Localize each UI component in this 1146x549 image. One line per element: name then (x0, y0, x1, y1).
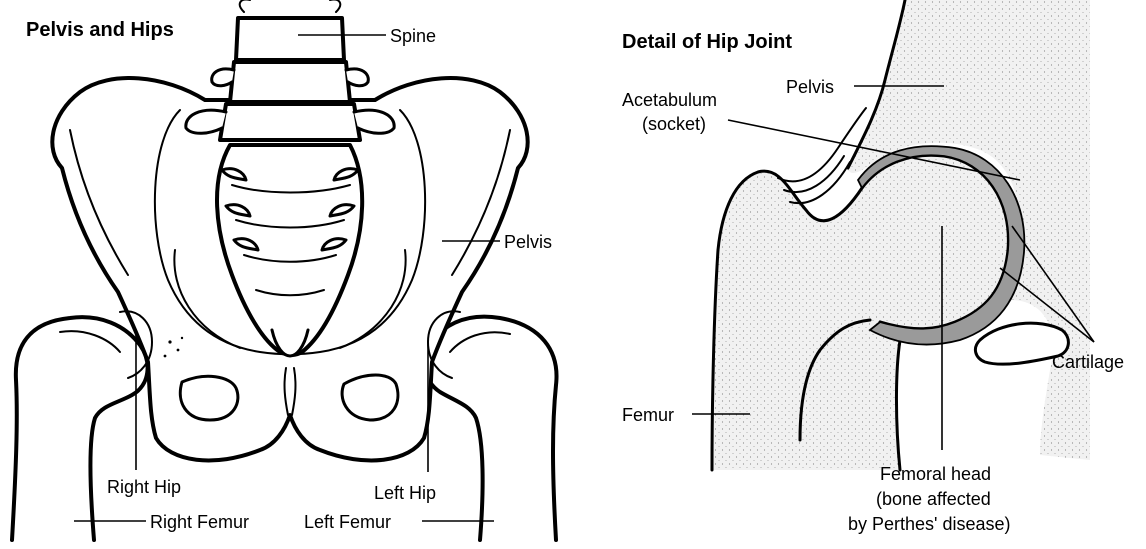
acetabulum-label-line2: (socket) (642, 114, 706, 134)
femoral-head-label-line1: Femoral head (880, 464, 991, 484)
femoral-head-label-line2: (bone affected (876, 489, 991, 509)
spine-drawing (186, 0, 394, 140)
femur-label: Femur (622, 405, 674, 425)
left-femur-label: Left Femur (304, 512, 391, 532)
cartilage-label: Cartilage (1052, 352, 1124, 372)
femoral-head-label-line3: by Perthes' disease) (848, 514, 1011, 534)
pelvis-label-right: Pelvis (786, 77, 834, 97)
acetabulum-label-line1: Acetabulum (622, 90, 717, 110)
femur-bone-region (712, 155, 1008, 470)
right-panel-title: Detail of Hip Joint (622, 31, 792, 53)
pelvis-label-left: Pelvis (504, 232, 552, 252)
left-femur-drawing (424, 317, 556, 540)
femur-shaft-line (896, 330, 902, 470)
right-hip-label: Right Hip (107, 477, 181, 497)
spine-label: Spine (390, 26, 436, 46)
left-hip-label: Left Hip (374, 483, 436, 503)
pelvis-hips-diagram: Pelvis and Hips Spine Pelvis Right Hip L… (12, 0, 557, 540)
right-femur-label: Right Femur (150, 512, 249, 532)
right-femur-drawing (12, 317, 148, 540)
hip-joint-diagram: Detail of Hip Joint Pelvis Acetabulum (s… (622, 0, 1124, 534)
left-panel-title: Pelvis and Hips (26, 19, 174, 41)
